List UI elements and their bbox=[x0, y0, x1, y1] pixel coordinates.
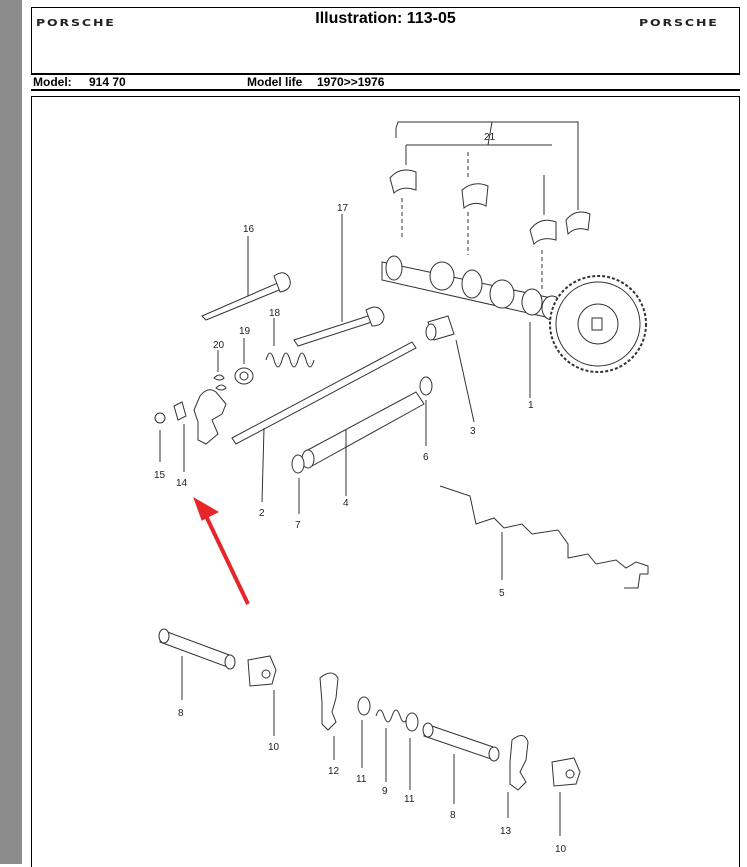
bearing-shells-21 bbox=[389, 121, 591, 290]
viewer-sidebar bbox=[0, 0, 22, 864]
callout-10-right: 10 bbox=[555, 844, 567, 855]
callout-18: 18 bbox=[269, 308, 281, 319]
callout-15: 15 bbox=[154, 470, 166, 481]
callout-12: 12 bbox=[328, 766, 340, 777]
camshaft-1 bbox=[381, 255, 647, 398]
parts-diagram-frame bbox=[31, 96, 740, 867]
washer-11-a bbox=[357, 696, 371, 768]
bracket-10-right bbox=[551, 757, 581, 836]
callout-21: 21 bbox=[484, 132, 496, 143]
callout-3: 3 bbox=[470, 426, 476, 437]
model-life-label: Model life bbox=[247, 75, 303, 89]
callout-19: 19 bbox=[239, 326, 251, 337]
callout-10-left: 10 bbox=[268, 742, 280, 753]
callout-4: 4 bbox=[343, 498, 349, 509]
document-page: PORSCHE Illustration: 113-05 PORSCHE Mod… bbox=[22, 0, 747, 867]
shaft-8-left bbox=[158, 628, 236, 700]
spring-retainer-18-19-20 bbox=[213, 318, 315, 391]
valve-17 bbox=[293, 214, 385, 347]
callout-17: 17 bbox=[337, 203, 349, 214]
callout-11-b: 11 bbox=[404, 794, 415, 805]
callout-13: 13 bbox=[500, 826, 512, 837]
callout-labels: 21 16 17 18 19 20 3 1 15 14 2 7 4 6 5 8 … bbox=[154, 132, 567, 855]
model-info-row: Model: 914 70 Model life 1970>>1976 bbox=[31, 73, 740, 91]
callout-6: 6 bbox=[423, 452, 429, 463]
callout-2: 2 bbox=[259, 508, 265, 519]
callout-20: 20 bbox=[213, 340, 225, 351]
shaft-8-right bbox=[422, 722, 500, 804]
rocker-arm-adjuster-14-15 bbox=[154, 389, 227, 472]
callout-1: 1 bbox=[528, 400, 534, 411]
callout-11-a: 11 bbox=[356, 774, 367, 785]
model-value: 914 70 bbox=[89, 75, 126, 89]
rocker-arm-12 bbox=[319, 672, 339, 760]
callout-7: 7 bbox=[295, 520, 301, 531]
washer-11-b bbox=[405, 712, 419, 790]
brand-logo-left: PORSCHE bbox=[36, 18, 116, 29]
indicator-arrow bbox=[193, 496, 250, 605]
callout-5: 5 bbox=[499, 588, 505, 599]
callout-8-left: 8 bbox=[178, 708, 184, 719]
callout-16: 16 bbox=[243, 224, 255, 235]
spring-9 bbox=[375, 709, 409, 782]
seal-wire-5 bbox=[439, 485, 649, 589]
page-title: Illustration: 113-05 bbox=[315, 10, 456, 27]
rocker-shaft-2 bbox=[231, 341, 417, 503]
brand-logo-right: PORSCHE bbox=[639, 18, 719, 29]
rocker-arm-13 bbox=[507, 735, 529, 818]
parts-diagram: 21 16 17 18 19 20 3 1 15 14 2 7 4 6 5 8 … bbox=[154, 121, 649, 855]
bracket-10-left bbox=[247, 655, 277, 736]
pushrod-tube-4-6-7 bbox=[291, 376, 433, 514]
model-life-value: 1970>>1976 bbox=[317, 75, 385, 89]
valve-16 bbox=[201, 236, 291, 321]
bushing-3 bbox=[425, 315, 475, 423]
callout-8-right: 8 bbox=[450, 810, 456, 821]
callout-9: 9 bbox=[382, 786, 388, 797]
model-label: Model: bbox=[33, 75, 72, 89]
callout-14: 14 bbox=[176, 478, 188, 489]
